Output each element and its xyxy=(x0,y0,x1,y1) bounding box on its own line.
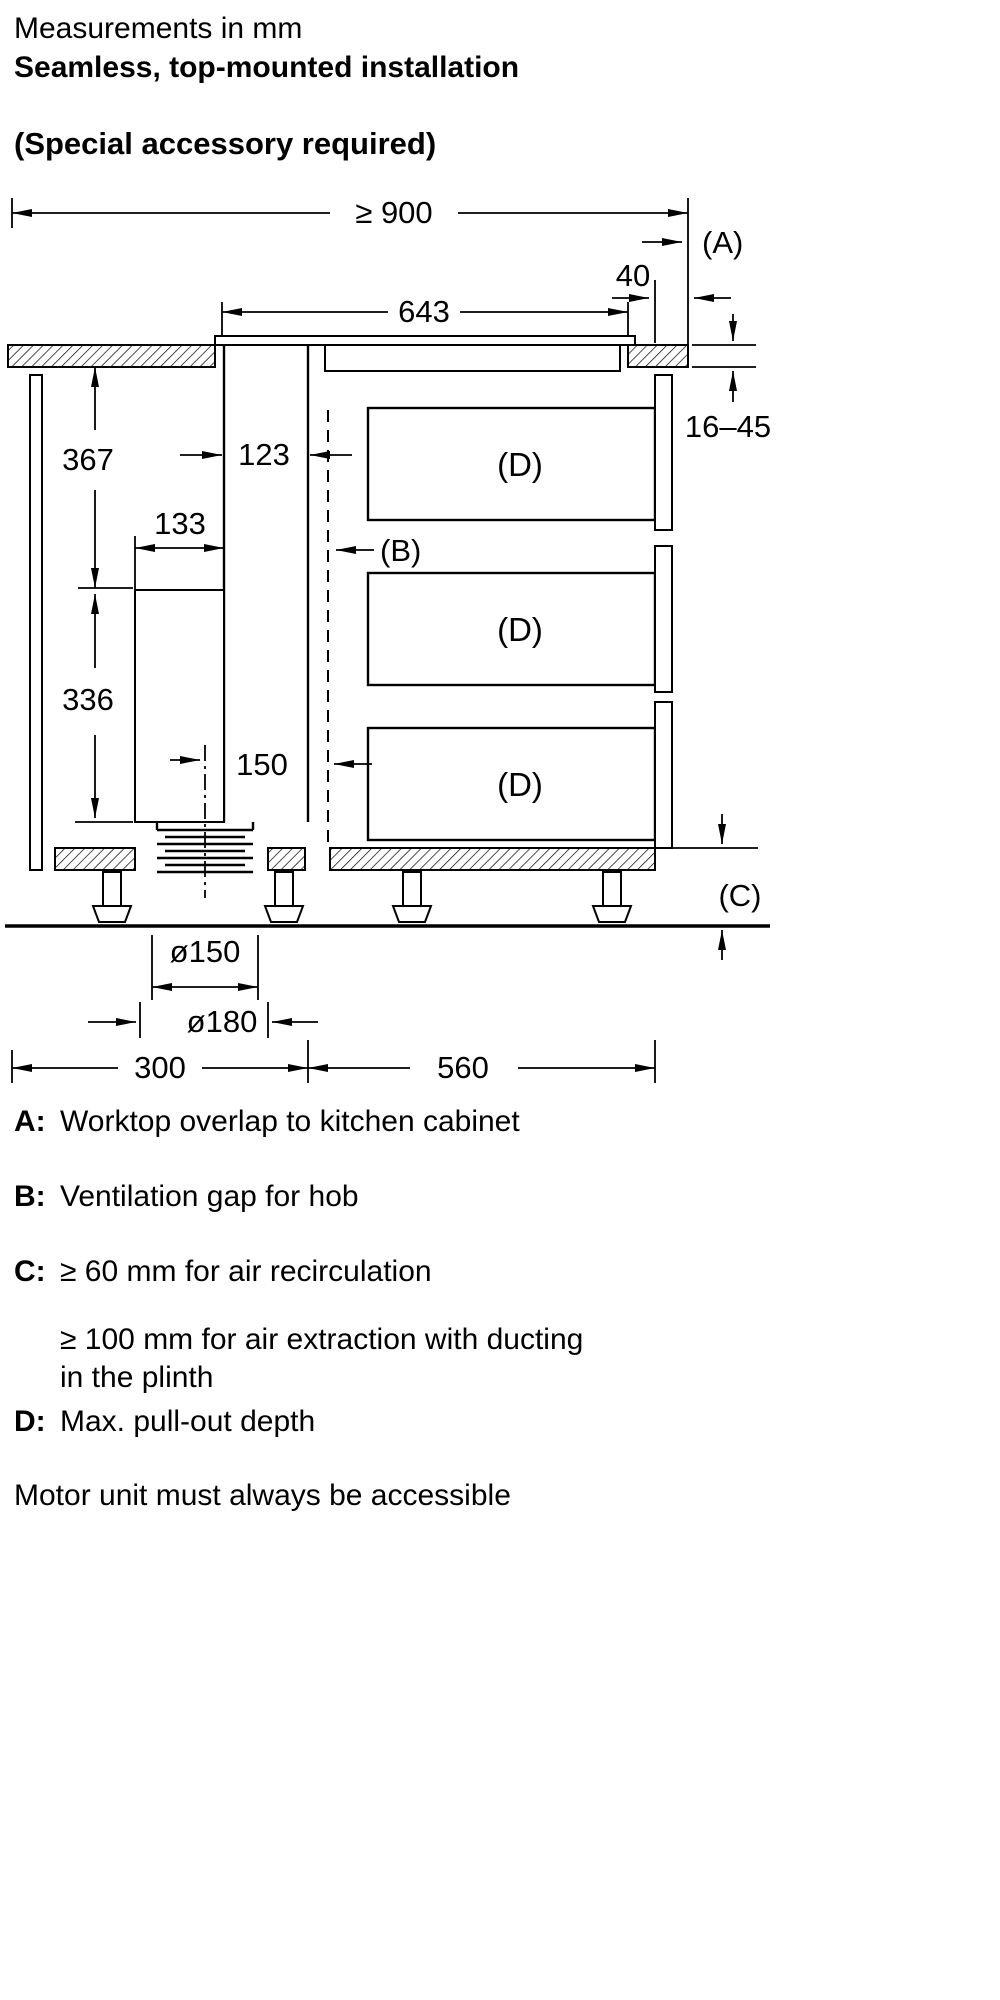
legend-item-d: D: Max. pull-out depth xyxy=(14,1403,986,1441)
hob xyxy=(214,335,636,372)
dim-overlap-label: 40 xyxy=(616,258,650,293)
page-title: Seamless, top-mounted installation xyxy=(14,51,520,84)
legend-item-c: C: ≥ 60 mm for air recirculation xyxy=(14,1253,986,1291)
measurements-note: Measurements in mm xyxy=(14,12,303,45)
legend-key-b: B: xyxy=(14,1180,46,1213)
dim-left-section: 300 xyxy=(11,1050,308,1085)
flexible-duct-hose xyxy=(155,822,255,874)
dim-motor-height-label: 336 xyxy=(62,682,114,717)
legend-key-c3 xyxy=(14,1359,60,1397)
dim-duct-width: 123 xyxy=(180,437,352,472)
dim-motor-width: 133 xyxy=(134,506,224,590)
dim-right-section: 560 xyxy=(307,1040,656,1085)
dim-motor-width-label: 133 xyxy=(154,506,206,541)
label-c: (C) xyxy=(718,878,761,913)
dim-upper-height: 367 xyxy=(62,367,133,589)
legend: A: Worktop overlap to kitchen cabinet B:… xyxy=(0,1095,1000,1515)
dim-upper-height-label: 367 xyxy=(62,442,114,477)
dim-left-section-label: 300 xyxy=(134,1050,186,1085)
legend-text-b: Ventilation gap for hob xyxy=(60,1180,359,1213)
dim-overlap: 40 xyxy=(612,258,731,343)
legend-text-d: Max. pull-out depth xyxy=(60,1405,316,1438)
legend-text-c: ≥ 60 mm for air recirculation xyxy=(60,1255,432,1288)
cabinet-front-panels xyxy=(654,374,673,849)
dim-right-section-label: 560 xyxy=(437,1050,489,1085)
label-d-1: (D) xyxy=(497,446,543,483)
pullout-drawers: (D) (D) (D) xyxy=(366,406,657,842)
drawer-1 xyxy=(366,406,657,522)
dim-duct-diameter-label: ø150 xyxy=(170,934,241,969)
legend-item-b: B: Ventilation gap for hob xyxy=(14,1178,986,1216)
left-side-panel xyxy=(29,374,43,871)
drawer-3 xyxy=(366,726,657,842)
dim-hob-width-label: 643 xyxy=(398,294,450,329)
dim-clearance-label: 150 xyxy=(236,747,288,782)
page-header: Measurements in mm Seamless, top-mounted… xyxy=(0,0,1000,164)
dim-total-width: ≥ 900 xyxy=(11,195,689,345)
legend-text-a: Worktop overlap to kitchen cabinet xyxy=(60,1105,520,1138)
label-b: (B) xyxy=(380,533,421,568)
worktop xyxy=(7,344,689,368)
dim-total-width-label: ≥ 900 xyxy=(355,195,432,230)
legend-item-c-extraction: ≥ 100 mm for air extraction with ducting xyxy=(14,1321,986,1359)
dim-duct-diameter: ø150 xyxy=(151,934,259,1000)
legend-text-c3: in the plinth xyxy=(60,1361,214,1394)
legend-footer: Motor unit must always be accessible xyxy=(14,1479,511,1512)
label-a: (A) xyxy=(702,225,743,260)
dim-duct-width-label: 123 xyxy=(238,437,290,472)
legend-key-c2 xyxy=(14,1321,60,1359)
installation-diagram: ≥ 900 (A) 40 643 xyxy=(5,195,771,1085)
label-d-3: (D) xyxy=(497,766,543,803)
legend-key-c: C: xyxy=(14,1255,46,1288)
motor-unit xyxy=(134,589,225,823)
dim-clearance: 150 xyxy=(236,747,372,782)
dim-worktop-thickness-label: 16–45 xyxy=(685,409,771,444)
drawer-2 xyxy=(366,571,657,687)
label-c-annotation: (C) xyxy=(672,814,762,960)
legend-item-a: A: Worktop overlap to kitchen cabinet xyxy=(14,1103,986,1141)
accessory-note: (Special accessory required) xyxy=(14,126,437,161)
plinth-spacers xyxy=(54,847,656,871)
dim-worktop-thickness: 16–45 xyxy=(685,314,771,444)
dim-hob-width: 643 xyxy=(221,294,629,336)
legend-item-c-extraction-line2: in the plinth xyxy=(14,1359,986,1397)
legend-key-a: A: xyxy=(14,1105,46,1138)
label-b-annotation: (B) xyxy=(336,533,421,568)
dim-flange-diameter-label: ø180 xyxy=(187,1004,258,1039)
adjustable-feet xyxy=(92,871,632,923)
legend-key-d: D: xyxy=(14,1405,46,1438)
legend-text-c2: ≥ 100 mm for air extraction with ducting xyxy=(60,1323,584,1356)
label-a-annotation: (A) xyxy=(642,225,743,260)
dim-motor-height: 336 xyxy=(62,594,133,823)
label-d-2: (D) xyxy=(497,611,543,648)
dim-flange-diameter: ø180 xyxy=(88,1002,318,1039)
